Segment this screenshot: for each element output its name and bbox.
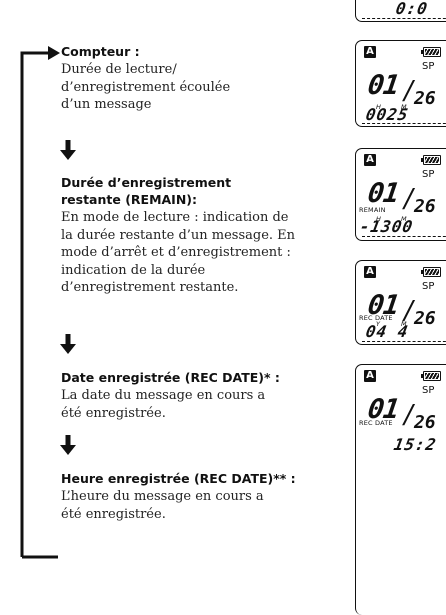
lcd-bottom-value: -1300 bbox=[358, 217, 415, 236]
lcd-sub-left: H bbox=[376, 103, 381, 111]
lcd-counter: A SP 01 / 26 H M 0025 bbox=[355, 40, 446, 127]
lcd-message-number: 01 bbox=[365, 178, 401, 209]
body-line: indication de la durée bbox=[61, 262, 206, 278]
lcd-total: 26 bbox=[414, 308, 436, 329]
body-line: d’un message bbox=[61, 97, 152, 112]
lcd-slash: / bbox=[404, 400, 413, 430]
body-line: En mode de lecture : indication de bbox=[61, 210, 289, 225]
lcd-total: 26 bbox=[414, 88, 436, 109]
lcd-total: 26 bbox=[414, 412, 436, 433]
down-arrow-icon bbox=[60, 334, 76, 354]
battery-icon bbox=[421, 47, 441, 57]
body-line: la durée restante d’un message. En bbox=[61, 227, 296, 243]
title-line: Durée d’enregistrement bbox=[61, 175, 232, 190]
lcd-mode: SP bbox=[422, 169, 435, 180]
lcd-label: REC DATE bbox=[359, 419, 393, 427]
lcd-sub-left: H bbox=[376, 215, 381, 223]
lcd-rec-time: A SP 01 / 26 REC DATE 15:2 bbox=[355, 364, 446, 615]
folder-a-icon: A bbox=[364, 154, 376, 166]
battery-icon bbox=[421, 155, 441, 165]
lcd-sub-right: M bbox=[401, 215, 407, 223]
title-line: restante (REMAIN): bbox=[61, 192, 198, 207]
body-line: d’enregistrement restante. bbox=[61, 280, 239, 295]
body-line: L’heure du message en cours a bbox=[61, 489, 264, 504]
body-line: mode d’arrêt et d’enregistrement : bbox=[61, 245, 291, 260]
lcd-bottom-value: 15:2 bbox=[392, 435, 439, 454]
section-rec-date-title: Date enregistrée (REC DATE)* : bbox=[61, 370, 280, 385]
body-line: été enregistrée. bbox=[61, 405, 166, 421]
body-line: été enregistrée. bbox=[61, 506, 166, 522]
section-remain-title: Durée d’enregistrement restante (REMAIN)… bbox=[61, 174, 231, 208]
lcd-slash: / bbox=[404, 76, 413, 106]
lcd-remain: A SP 01 / 26 REMAIN H M -1300 bbox=[355, 148, 446, 241]
lcd-rec-date: A SP 01 / 26 REC DATE Y M 04 4 bbox=[355, 260, 446, 345]
arrow-right-icon bbox=[48, 46, 60, 60]
flow-bracket bbox=[20, 46, 60, 559]
lcd-top-partial: 0:0 bbox=[355, 0, 446, 22]
section-rec-time-body: L’heure du message en cours a été enregi… bbox=[61, 488, 264, 523]
folder-a-icon: A bbox=[364, 46, 376, 58]
lcd-underline bbox=[362, 123, 446, 124]
body-line: Durée de lecture/ bbox=[61, 62, 177, 77]
body-line: La date du message en cours a bbox=[61, 388, 266, 403]
lcd-sub-right: M bbox=[401, 320, 407, 328]
section-compteur-body: Durée de lecture/ d’enregistrement écoul… bbox=[61, 61, 230, 114]
lcd-underline bbox=[362, 236, 446, 237]
lcd-mode: SP bbox=[422, 281, 435, 292]
lcd-underline bbox=[362, 18, 446, 19]
battery-icon bbox=[421, 371, 441, 381]
folder-a-icon: A bbox=[364, 370, 376, 382]
down-arrow-icon bbox=[60, 140, 76, 160]
lcd-sub-right: M bbox=[401, 103, 407, 111]
battery-icon bbox=[421, 267, 441, 277]
lcd-label: REMAIN bbox=[359, 206, 386, 214]
section-compteur-title: Compteur : bbox=[61, 44, 140, 59]
lcd-top-partial-value: 0:0 bbox=[394, 0, 430, 18]
down-arrow-icon bbox=[60, 435, 76, 455]
lcd-slash: / bbox=[404, 184, 413, 214]
lcd-bottom-value: 04 4 bbox=[364, 322, 411, 341]
lcd-mode: SP bbox=[422, 385, 435, 396]
lcd-slash: / bbox=[404, 296, 413, 326]
lcd-sub-left: Y bbox=[376, 320, 380, 328]
body-line: d’enregistrement écoulée bbox=[61, 79, 231, 95]
section-remain-body: En mode de lecture : indication de la du… bbox=[61, 209, 295, 297]
lcd-underline bbox=[362, 341, 446, 342]
lcd-label: REC DATE bbox=[359, 314, 393, 322]
section-rec-time-title: Heure enregistrée (REC DATE)** : bbox=[61, 471, 296, 486]
lcd-total: 26 bbox=[414, 196, 436, 217]
lcd-mode: SP bbox=[422, 61, 435, 72]
lcd-bottom-value: 0025 bbox=[364, 105, 411, 124]
section-rec-date-body: La date du message en cours a été enregi… bbox=[61, 387, 265, 422]
folder-a-icon: A bbox=[364, 266, 376, 278]
lcd-message-number: 01 bbox=[365, 70, 401, 101]
